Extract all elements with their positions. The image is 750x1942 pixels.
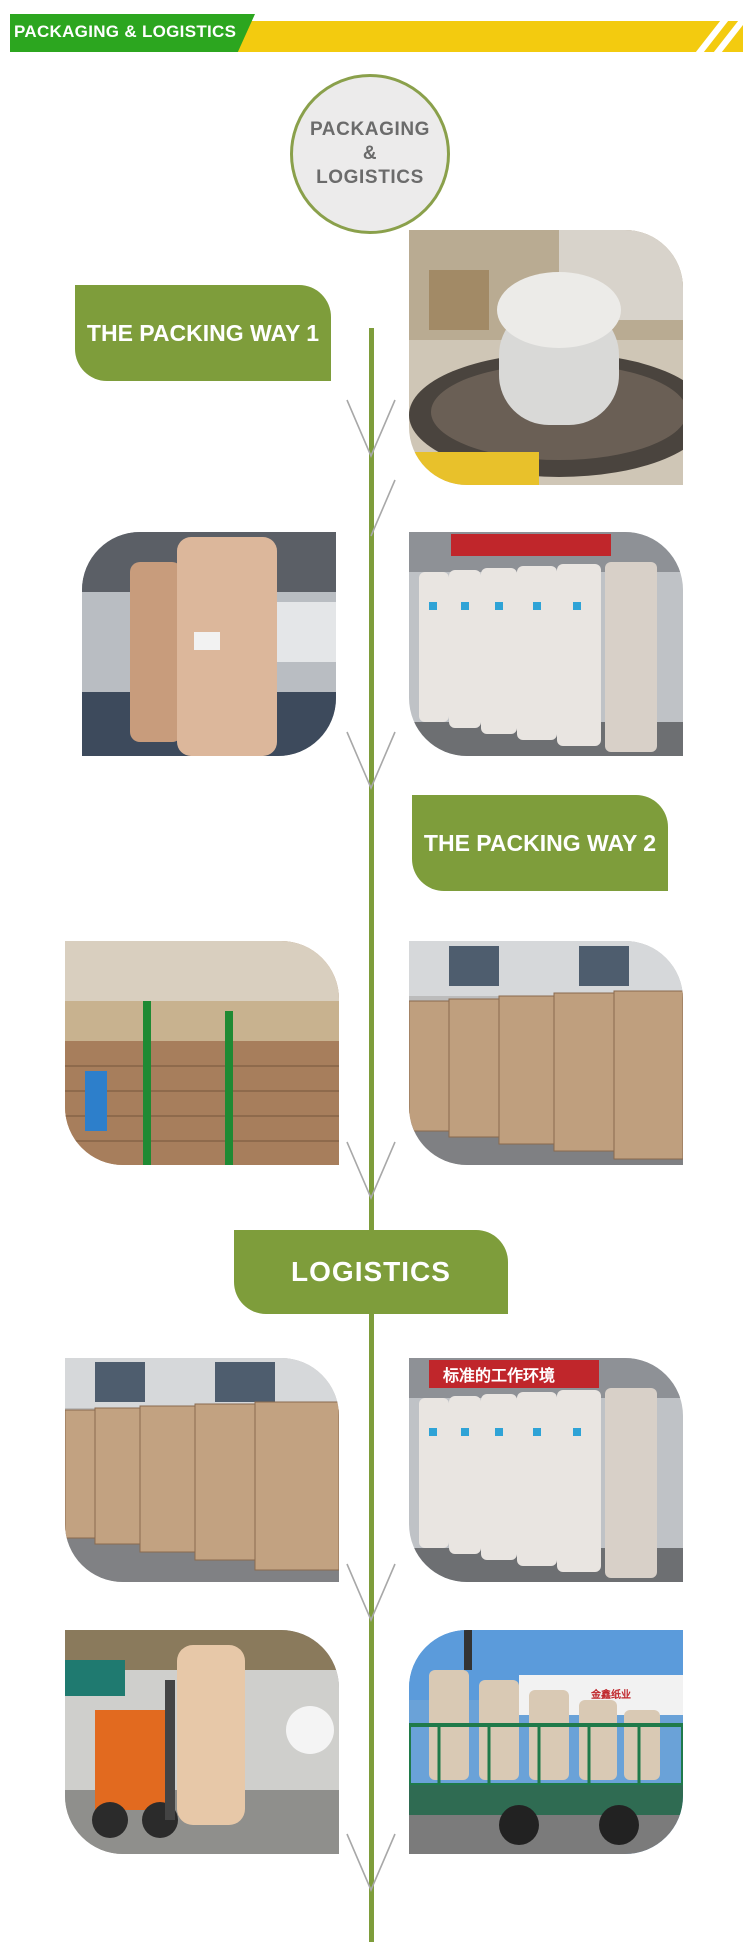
building-sign-text: 金鑫纸业 <box>590 1688 631 1701</box>
chevron-down-icon <box>370 479 396 537</box>
circle-line3: LOGISTICS <box>316 167 424 188</box>
circle-line1: PACKAGING <box>309 119 431 140</box>
photo-roll-wrapping-turntable <box>409 230 683 485</box>
photo-wrapped-rolls-factory <box>82 532 336 756</box>
photo-sheet-pallets-warehouse <box>409 941 683 1165</box>
chevron-down-icon <box>346 1563 396 1622</box>
chevron-down-icon <box>346 1833 396 1892</box>
circle-line2: & <box>362 143 378 164</box>
header-title: PACKAGING & LOGISTICS <box>14 22 237 41</box>
chevron-down-icon <box>346 399 396 458</box>
photo-sheet-pallet-closeup <box>65 941 339 1165</box>
logistics-tag: LOGISTICS <box>234 1230 508 1314</box>
chevron-down-icon <box>346 731 396 790</box>
photo-forklift-roll <box>65 1630 339 1854</box>
photo-rows-of-rolls <box>409 532 683 756</box>
header-yellow-bar <box>226 21 743 52</box>
packing-way-2-tag: THE PACKING WAY 2 <box>412 795 668 891</box>
chevron-down-icon <box>346 1141 396 1200</box>
photo-truck-loading: 金鑫纸业 <box>409 1630 683 1854</box>
photo-sheet-pallets-logistics <box>65 1358 339 1582</box>
section-circle: PACKAGING & LOGISTICS <box>290 74 450 234</box>
header-green-bar <box>10 14 255 52</box>
packing-way-1-tag: THE PACKING WAY 1 <box>75 285 331 381</box>
factory-sign-text: 标准的工作环境 <box>442 1366 555 1385</box>
timeline-line <box>369 328 374 1942</box>
photo-rows-of-rolls-logistics: 标准的工作环境 <box>409 1358 683 1582</box>
